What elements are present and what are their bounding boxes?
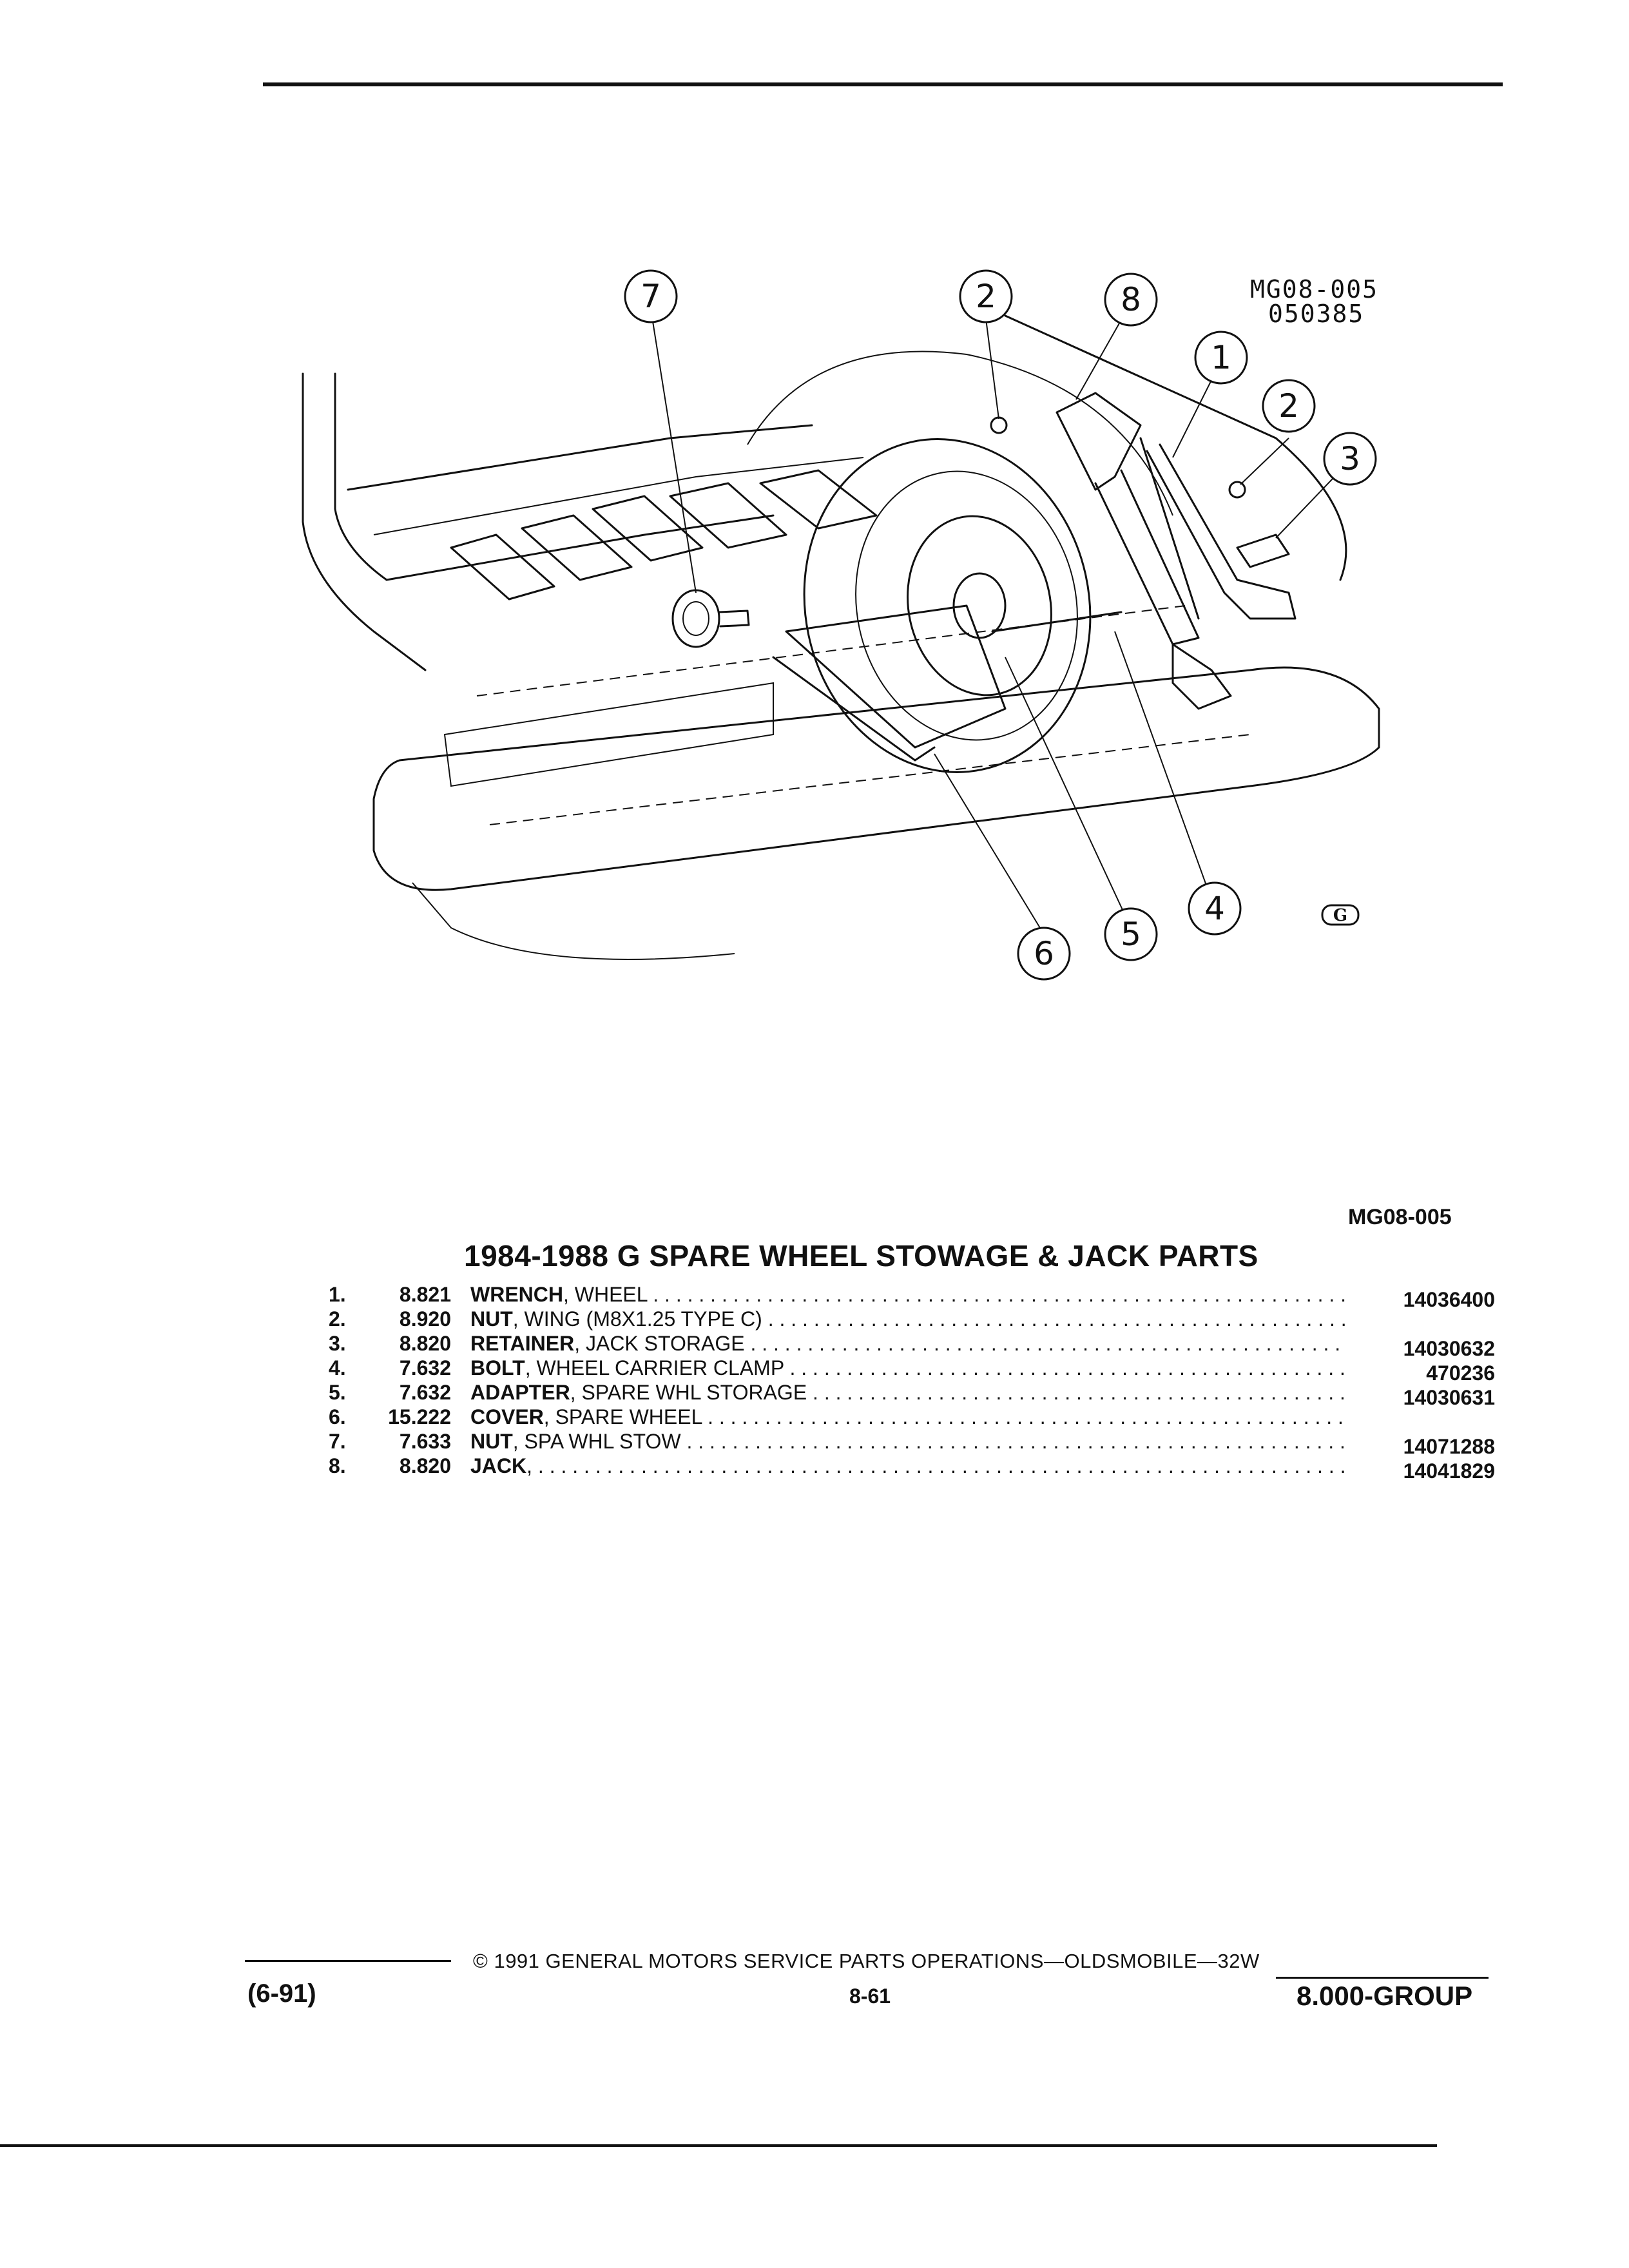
svg-text:6: 6 [1034,935,1054,972]
footer-right-rule [1276,1977,1489,1979]
figure-id: MG08-005 [1348,1205,1452,1229]
cover-flange [772,656,936,762]
part-ref: 7.632 [399,1356,451,1379]
diagram-date-code: 050385 [1268,300,1365,328]
part-index: 1. [329,1283,346,1306]
leader-lines [650,302,1347,935]
rear-fender-curve [1004,314,1347,581]
callout-5: 5 [1104,907,1158,961]
jack [1055,392,1232,710]
part-index: 2. [329,1307,346,1331]
spare-wheel [803,438,1092,773]
trunk-floor-rear-edge [385,514,775,581]
footer-copyright: © 1991 GENERAL MOTORS SERVICE PARTS OPER… [473,1950,1260,1972]
part-number: 14071288 [1403,1435,1495,1458]
part-ref: 7.632 [399,1381,451,1404]
svg-text:8: 8 [1121,281,1141,318]
part-row: 7. 7.633 NUT, SPA WHL STOW 14071288 [329,1429,1495,1458]
diagram-code: MG08-005 [1250,275,1379,303]
callout-6: 6 [1017,927,1071,981]
footer-group: 8.000-GROUP [1296,1981,1473,2011]
trunk-back-wall [347,424,813,491]
part-row: 4. 7.632 BOLT, WHEEL CARRIER CLAMP 47023… [329,1356,1495,1385]
wing-knob [671,589,750,648]
part-index: 6. [329,1405,346,1428]
top-rule [263,82,1503,86]
svg-text:5: 5 [1121,916,1141,953]
part-row: 3. 8.820 RETAINER, JACK STORAGE 14030632 [329,1331,1495,1360]
trunk-inner-edge [334,372,388,581]
trunk-floor-panel-line [373,457,864,535]
callout-1: 1 [1194,331,1248,385]
rear-bumper [372,666,1380,891]
part-description: ADAPTER, SPARE WHL STORAGE [470,1380,1347,1405]
floor-ribs [450,469,878,601]
wheel-carrier-clamp-bolt [991,611,1123,633]
wing-nut-right [1228,481,1246,499]
part-row: 5. 7.632 ADAPTER, SPARE WHL STORAGE 1403… [329,1380,1495,1409]
parts-list: 1. 8.821 WRENCH, WHEEL 14036400 2. 8.920… [329,1282,1495,1483]
part-description: BOLT, WHEEL CARRIER CLAMP [470,1356,1347,1380]
part-description: RETAINER, JACK STORAGE [470,1331,1347,1356]
part-row: 8. 8.820 JACK, 14041829 [329,1454,1495,1483]
part-index: 4. [329,1356,346,1379]
svg-text:2: 2 [976,278,996,315]
part-description: NUT, WING (M8X1.25 TYPE C) [470,1307,1347,1331]
part-row: 2. 8.920 NUT, WING (M8X1.25 TYPE C) [329,1307,1495,1331]
part-index: 7. [329,1430,346,1453]
wheel-well-arc [747,351,1173,516]
callout-4: 4 [1188,881,1242,936]
callout-7: 7 [624,269,678,323]
exploded-parts-illustration: 7 2 8 1 2 3 6 5 4 G [284,245,1443,1050]
bumper-lower-edge [412,882,735,960]
part-description: NUT, SPA WHL STOW [470,1429,1347,1454]
svg-text:2: 2 [1278,387,1299,425]
part-number: 14041829 [1403,1459,1495,1483]
bottom-rule [0,2144,1437,2147]
part-number: 14030632 [1403,1337,1495,1360]
footer-revision-date: (6-91) [247,1979,316,2008]
part-ref: 8.820 [399,1454,451,1477]
part-ref: 7.633 [399,1430,451,1453]
trunk-side-panel [302,372,427,671]
part-ref: 8.920 [399,1307,451,1331]
callout-3: 3 [1323,432,1377,486]
callout-8: 8 [1104,273,1158,327]
part-ref: 15.222 [388,1405,451,1428]
part-row: 1. 8.821 WRENCH, WHEEL 14036400 [329,1282,1495,1311]
part-description: COVER, SPARE WHEEL [470,1405,1347,1429]
svg-text:3: 3 [1340,440,1360,477]
part-number: 470236 [1426,1361,1495,1385]
wheel-wrench [1146,443,1296,620]
wing-nut-left [990,416,1008,434]
part-number: 14036400 [1403,1288,1495,1311]
callout-2-left: 2 [959,269,1013,323]
spare-wheel-trunk-drawing: 7 2 8 1 2 3 6 5 4 G [302,269,1380,981]
g-body-logo: G [1321,904,1360,926]
hidden-line-2 [489,734,1251,825]
footer-left-rule [245,1960,451,1962]
part-number: 14030631 [1403,1386,1495,1409]
part-index: 3. [329,1332,346,1355]
section-title: 1984-1988 G SPARE WHEEL STOWAGE & JACK P… [464,1239,1258,1273]
part-index: 5. [329,1381,346,1404]
footer-page-number: 8-61 [849,1984,891,2008]
part-description: WRENCH, WHEEL [470,1282,1347,1307]
jack-storage-retainer [1236,533,1290,568]
callout-2-right: 2 [1262,379,1316,433]
part-ref: 8.820 [399,1332,451,1355]
tail-lamp [443,682,774,787]
part-row: 6. 15.222 COVER, SPARE WHEEL [329,1405,1495,1429]
svg-text:7: 7 [641,278,661,315]
part-index: 8. [329,1454,346,1477]
part-ref: 8.821 [399,1283,451,1306]
svg-text:4: 4 [1204,890,1225,927]
part-description: JACK, [470,1454,1347,1478]
svg-text:1: 1 [1211,339,1231,376]
svg-text:G: G [1333,906,1347,925]
spare-wheel-cover [785,604,1007,749]
